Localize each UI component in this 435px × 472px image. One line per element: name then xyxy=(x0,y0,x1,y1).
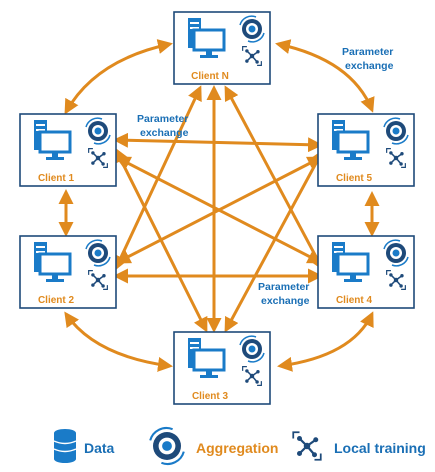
legend-local-training-label: Local training xyxy=(334,440,426,456)
annotation-bottom-right-2: exchange xyxy=(261,295,310,307)
ring-arrow-n-5 xyxy=(275,39,375,113)
star-arrow-1-5 xyxy=(113,132,323,153)
client-4-label: Client 4 xyxy=(336,295,373,306)
client-5-node: Client 5 xyxy=(317,113,415,187)
annotation-left-1: Parameter xyxy=(137,113,188,125)
client-4-node: Client 4 xyxy=(317,235,415,309)
ring-arrow-2-3 xyxy=(64,311,173,372)
annotation-top-right-2: exchange xyxy=(345,60,394,72)
client-5-label: Client 5 xyxy=(336,173,373,184)
client-nodes: Client N Client 5 Client 4 Client 3 Client 2… xyxy=(19,11,415,405)
annotation-left-2: exchange xyxy=(140,127,189,139)
annotation-top-right-1: Parameter xyxy=(342,46,393,58)
star-arrow-5-2 xyxy=(115,156,323,264)
client-2-label: Client 2 xyxy=(38,295,75,306)
client-n-label: Client N xyxy=(191,71,229,82)
annotation-bottom-right-1: Parameter xyxy=(258,281,309,293)
legend: Data Aggregation Local training xyxy=(53,426,426,466)
ring-arrows xyxy=(58,39,380,372)
legend-data-label: Data xyxy=(84,440,115,456)
legend-aggregation-label: Aggregation xyxy=(196,440,278,456)
client-2-node: Client 2 xyxy=(19,235,117,309)
ring-arrow-n-1 xyxy=(64,39,173,115)
network-icon xyxy=(292,431,322,461)
client-1-label: Client 1 xyxy=(38,173,75,184)
client-1-node: Client 1 xyxy=(19,113,117,187)
client-n-node: Client N xyxy=(173,11,271,85)
ring-arrow-4-3 xyxy=(277,311,374,372)
gear-cycle-icon xyxy=(149,426,185,466)
client-3-node: Client 3 xyxy=(173,331,271,405)
client-3-label: Client 3 xyxy=(192,391,229,402)
annotations: Parameter exchange Parameter exchange Pa… xyxy=(137,46,394,307)
database-icon xyxy=(53,429,77,463)
star-arrows xyxy=(113,85,324,333)
